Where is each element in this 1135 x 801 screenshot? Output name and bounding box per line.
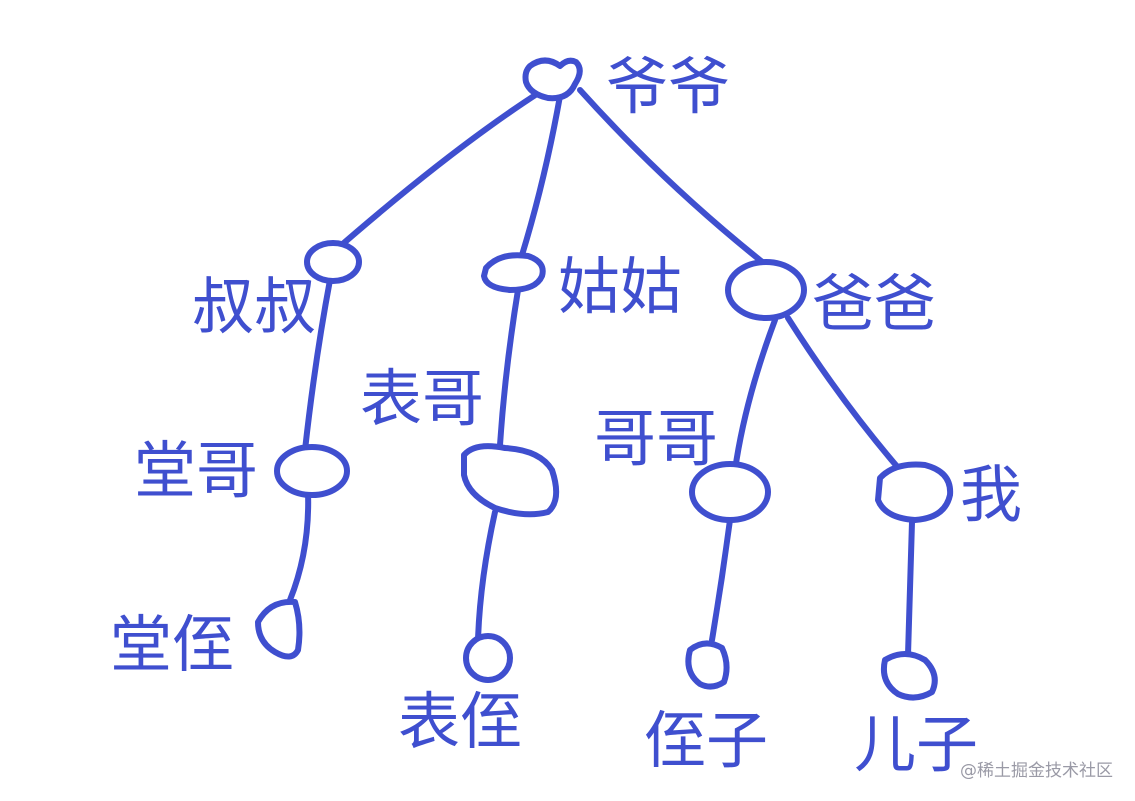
node-maternal-cousin	[461, 443, 560, 518]
edge-father-me	[785, 315, 903, 473]
edge-aunt-maternal-cousin	[497, 287, 521, 448]
node-son	[880, 651, 938, 701]
label-maternal-cousin: 表哥	[360, 362, 484, 435]
edge-father-elder-brother	[732, 317, 778, 473]
label-paternal-cousin: 堂哥	[134, 434, 258, 507]
node-paternal-cousin	[274, 444, 350, 498]
label-me: 我	[960, 458, 1022, 531]
node-father	[725, 259, 807, 321]
edge-grandfather-aunt	[519, 93, 563, 258]
node-paternal-cousin-child	[255, 598, 303, 660]
label-uncle: 叔叔	[192, 270, 316, 343]
label-nephew: 侄子	[644, 704, 768, 777]
edge-me-son	[905, 519, 915, 658]
node-nephew	[685, 640, 730, 690]
edge-grandfather-uncle	[327, 89, 543, 258]
edge-uncle-paternal-cousin	[302, 277, 333, 453]
edge-paternal-cousin-child	[287, 489, 312, 603]
edge-maternal-cousin-child	[475, 509, 498, 643]
node-grandfather	[522, 57, 583, 102]
label-father: 爸爸	[812, 267, 936, 340]
label-aunt: 姑姑	[558, 250, 682, 323]
node-elder-brother	[689, 461, 771, 523]
node-me	[875, 461, 954, 523]
node-aunt	[481, 252, 546, 293]
node-maternal-cousin-child	[463, 633, 513, 683]
node-uncle	[304, 240, 362, 284]
edge-grandfather-father	[577, 87, 778, 275]
label-grandfather: 爷爷	[606, 50, 730, 123]
edge-elder-brother-nephew	[709, 517, 733, 643]
label-elder-brother: 哥哥	[594, 402, 718, 475]
label-maternal-cousin-child: 表侄	[398, 685, 522, 758]
watermark-text: @稀土掘金技术社区	[960, 761, 1113, 781]
label-paternal-cousin-child: 堂侄	[110, 608, 234, 681]
label-son: 儿子	[854, 708, 978, 781]
